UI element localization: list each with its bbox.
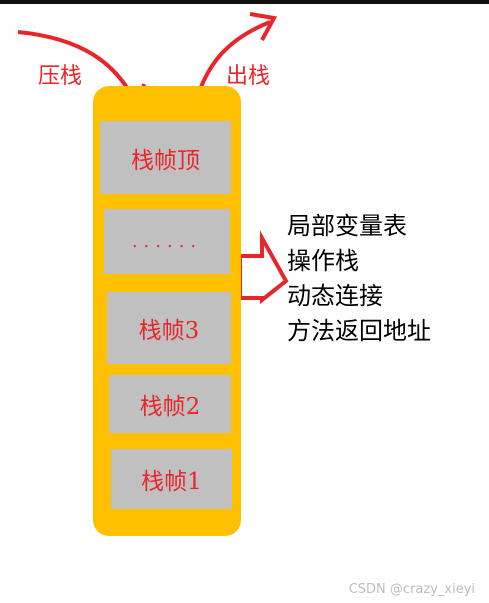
watermark: CSDN @crazy_xieyi	[348, 582, 475, 597]
top-border-line	[0, 0, 489, 4]
stack-frame-3: 栈帧3	[107, 292, 231, 364]
frame-content-local-variables: 局部变量表	[287, 212, 407, 240]
pop-arrowhead	[249, 12, 278, 41]
frame-contents-list: 局部变量表 操作栈 动态连接 方法返回地址	[287, 209, 431, 349]
frame-content-return-address: 方法返回地址	[287, 317, 431, 345]
stack-frame-2: 栈帧2	[109, 375, 231, 433]
frame-detail-arrow	[238, 230, 289, 305]
stack-frame-top: 栈帧顶	[100, 121, 231, 194]
stack-frame-1: 栈帧1	[111, 449, 232, 509]
frame-content-dynamic-linking: 动态连接	[287, 282, 383, 310]
push-label: 压栈	[38, 64, 83, 89]
jvm-stack: 栈帧顶 ...... 栈帧3 栈帧2 栈帧1	[93, 86, 241, 536]
pop-label: 出栈	[226, 64, 271, 89]
stack-frame-ellipsis: ......	[104, 209, 230, 274]
frame-content-operand-stack: 操作栈	[287, 247, 359, 275]
